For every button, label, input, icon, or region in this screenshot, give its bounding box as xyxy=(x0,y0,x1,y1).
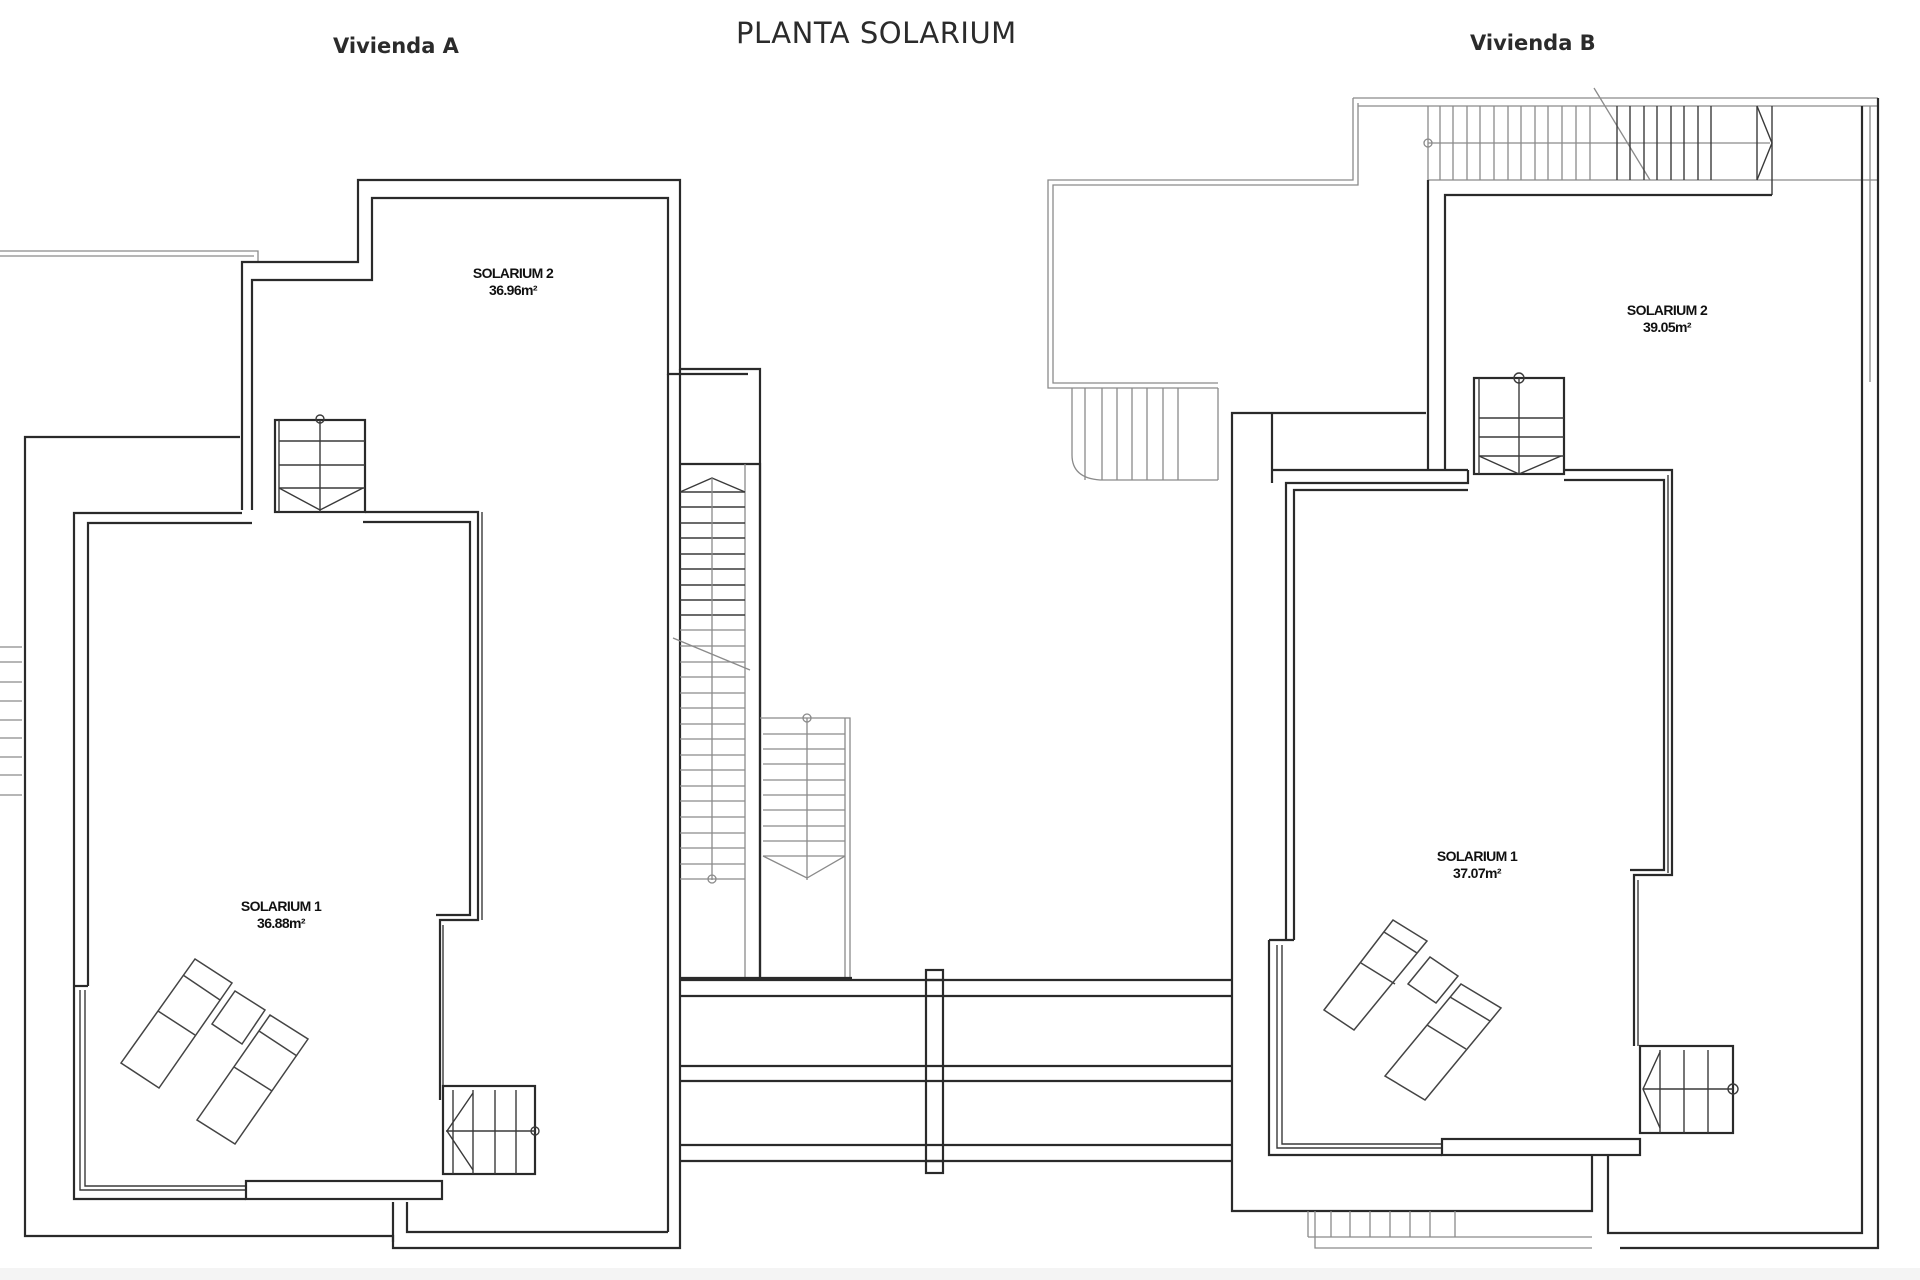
central-walkway xyxy=(680,968,1232,1175)
room-label-b-solarium-2: SOLARIUM 2 39.05m² xyxy=(1626,302,1708,336)
room-name: SOLARIUM 2 xyxy=(1626,302,1708,318)
house-a-label: Vivienda A xyxy=(333,34,459,58)
house-a-plan xyxy=(0,178,762,1250)
room-area: 36.88m² xyxy=(257,915,306,931)
room-label-b-solarium-1: SOLARIUM 1 37.07m² xyxy=(1436,848,1518,882)
house-b-label: Vivienda B xyxy=(1470,31,1596,55)
sun-loungers-b xyxy=(1322,919,1503,1101)
room-label-a-solarium-1: SOLARIUM 1 36.88m² xyxy=(240,898,322,932)
room-name: SOLARIUM 2 xyxy=(472,265,554,281)
page-bottom-strip xyxy=(0,1268,1920,1280)
plan-title: PLANTA SOLARIUM xyxy=(736,16,1017,50)
house-b-plan xyxy=(1047,87,1880,1250)
sun-loungers-a xyxy=(119,957,310,1146)
room-name: SOLARIUM 1 xyxy=(240,898,322,914)
room-area: 36.96m² xyxy=(489,282,538,298)
room-area: 37.07m² xyxy=(1453,865,1502,881)
central-stairs xyxy=(672,462,852,980)
room-area: 39.05m² xyxy=(1643,319,1692,335)
room-name: SOLARIUM 1 xyxy=(1436,848,1518,864)
room-label-a-solarium-2: SOLARIUM 2 36.96m² xyxy=(472,265,554,299)
